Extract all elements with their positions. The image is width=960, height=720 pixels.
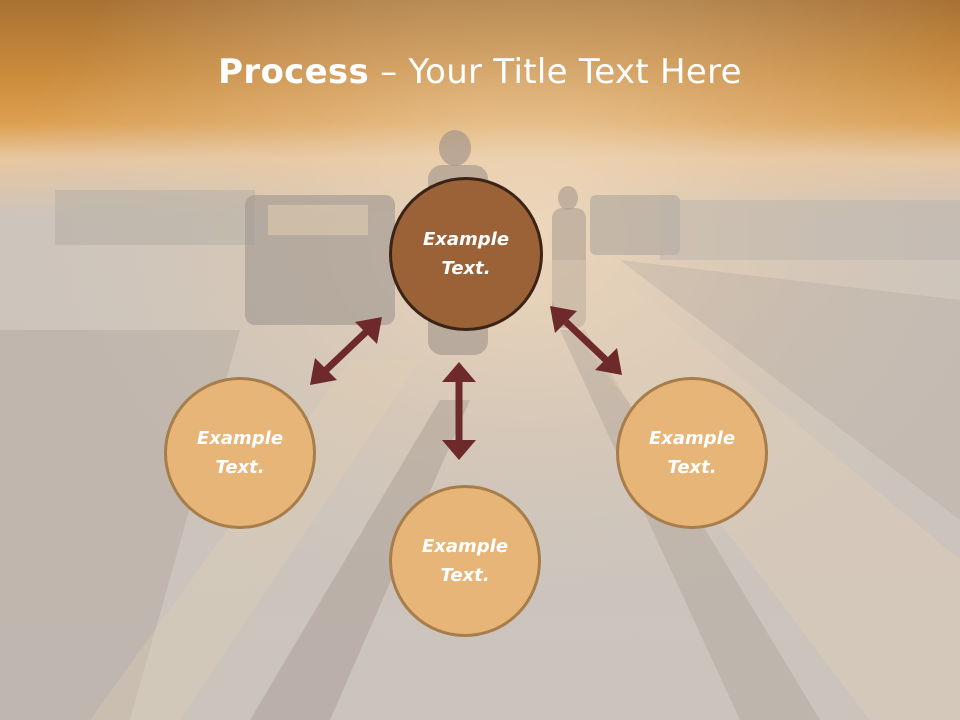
arrowhead: [355, 317, 382, 344]
arrow-center-left: [323, 329, 369, 373]
arrowhead: [442, 362, 476, 382]
arrow-center-right: [563, 319, 609, 363]
title-dash: –: [380, 52, 398, 92]
arrowhead: [442, 440, 476, 460]
arrowhead: [310, 358, 337, 385]
slide-title: Process – Your Title Text Here: [0, 52, 960, 92]
arrowhead: [550, 306, 577, 333]
title-rest: Your Title Text Here: [408, 52, 742, 92]
title-bold: Process: [218, 52, 370, 92]
arrowhead: [595, 348, 622, 375]
